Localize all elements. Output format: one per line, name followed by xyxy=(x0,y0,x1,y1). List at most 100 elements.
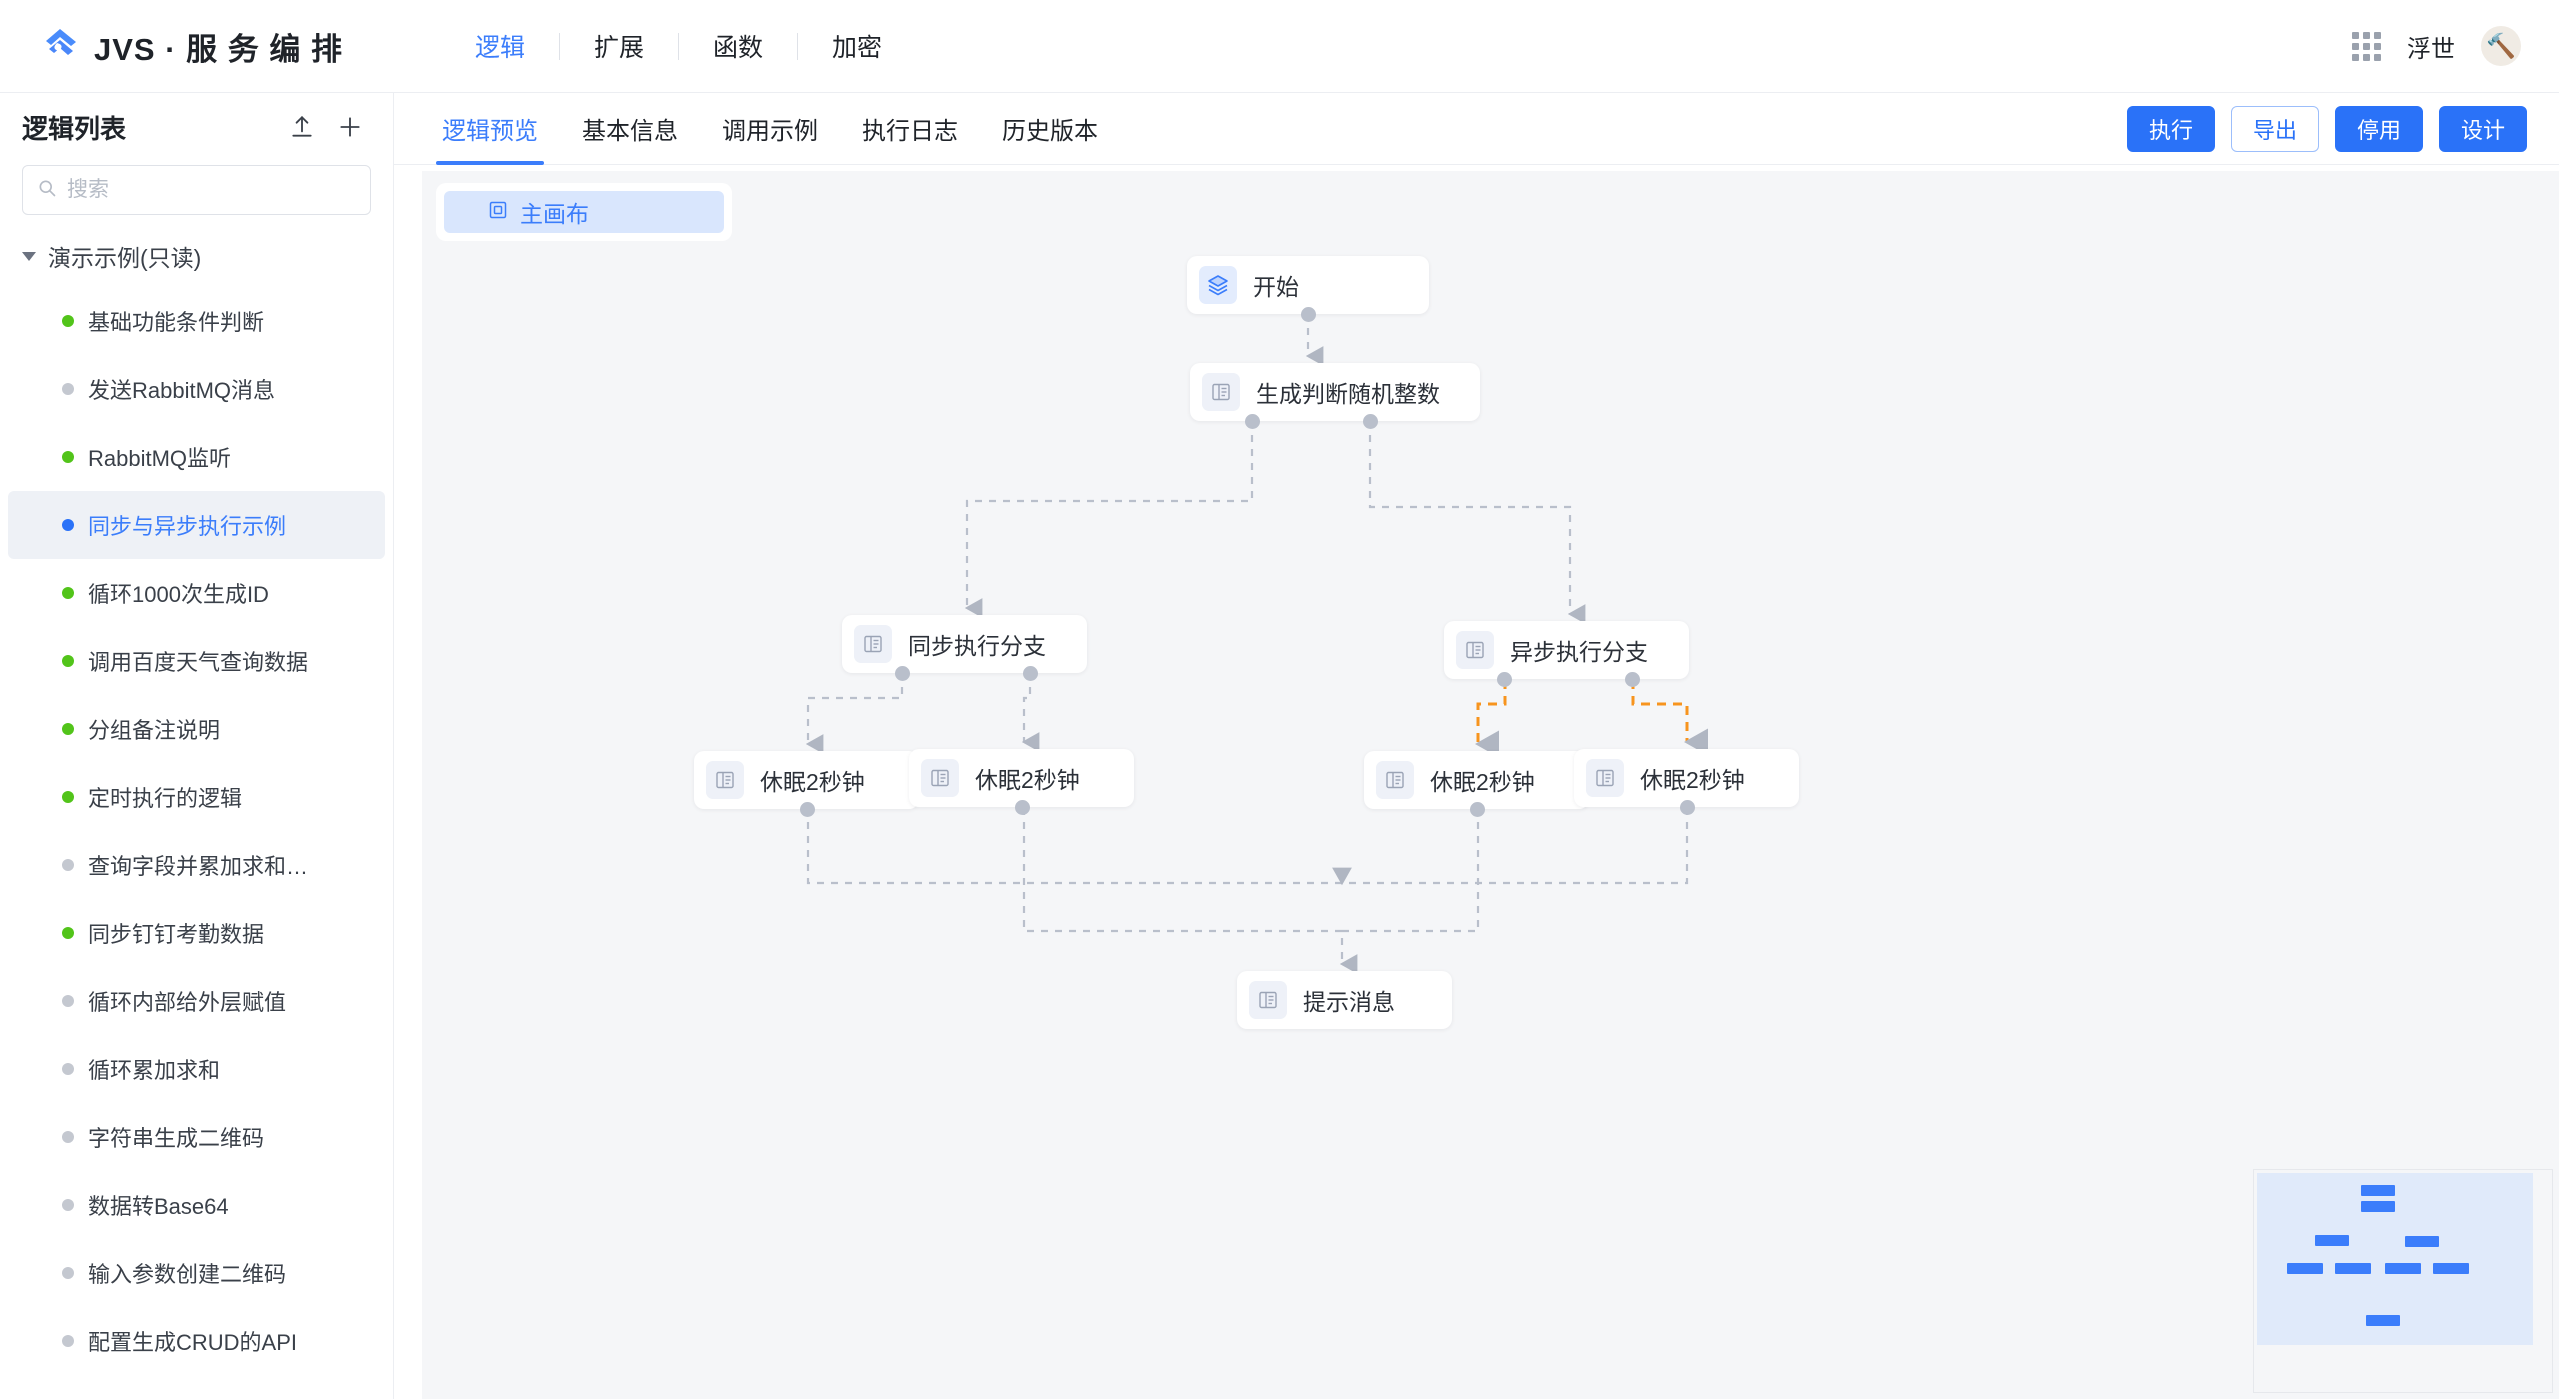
flow-node[interactable]: 休眠2秒钟 xyxy=(694,751,919,809)
nav-divider xyxy=(559,32,560,60)
flow-node-label: 休眠2秒钟 xyxy=(1430,769,1535,795)
status-dot xyxy=(62,1131,74,1143)
node-port[interactable] xyxy=(1014,800,1030,815)
chevron-down-icon[interactable] xyxy=(22,251,36,261)
sidebar-group-demo[interactable]: 演示示例(只读) xyxy=(0,225,393,287)
sidebar-item[interactable]: RabbitMQ监听 xyxy=(8,423,385,491)
status-dot xyxy=(62,451,74,463)
sidebar-item-label: 输入参数创建二维码 xyxy=(88,1262,287,1287)
node-port[interactable] xyxy=(1245,414,1260,429)
nav-item-extension[interactable]: 扩展 xyxy=(594,34,645,62)
status-dot xyxy=(62,791,74,803)
export-button[interactable]: 导出 xyxy=(2231,106,2319,152)
sidebar-item[interactable]: 配置生成CRUD的API xyxy=(8,1307,385,1375)
sidebar-item[interactable]: 同步钉钉考勤数据 xyxy=(8,899,385,967)
flow-node[interactable]: 生成判断随机整数 xyxy=(1190,363,1480,421)
main-nav: 逻辑 扩展 函数 加密 xyxy=(441,28,916,64)
node-port[interactable] xyxy=(1023,666,1038,681)
node-port[interactable] xyxy=(1301,307,1316,322)
flow-node[interactable]: 开始 xyxy=(1187,256,1429,314)
flow-node-label: 异步执行分支 xyxy=(1510,639,1648,665)
plus-icon[interactable] xyxy=(337,114,363,140)
avatar[interactable]: 🔨 xyxy=(2481,26,2521,66)
minimap-node xyxy=(2361,1201,2395,1212)
status-dot xyxy=(62,927,74,939)
flow-node[interactable]: 同步执行分支 xyxy=(842,615,1087,673)
canvas-tab-label: 主画布 xyxy=(520,201,589,227)
upload-icon[interactable] xyxy=(289,114,315,140)
sidebar-item[interactable]: 循环内部给外层赋值 xyxy=(8,967,385,1035)
status-dot xyxy=(62,723,74,735)
sidebar-item-label: RabbitMQ监听 xyxy=(88,446,232,471)
status-dot xyxy=(62,587,74,599)
nav-item-function[interactable]: 函数 xyxy=(713,34,764,62)
sidebar-item[interactable]: 基础功能条件判断 xyxy=(8,287,385,355)
status-dot xyxy=(62,383,74,395)
flow-node[interactable]: 异步执行分支 xyxy=(1444,621,1689,679)
panel-icon xyxy=(1202,373,1240,411)
flow-node[interactable]: 休眠2秒钟 xyxy=(1574,749,1799,807)
tab-basic-info[interactable]: 基本信息 xyxy=(582,118,678,145)
disable-button[interactable]: 停用 xyxy=(2335,106,2423,152)
node-port[interactable] xyxy=(799,802,815,817)
tab-logic-preview[interactable]: 逻辑预览 xyxy=(420,111,560,165)
nav-item-encryption[interactable]: 加密 xyxy=(832,34,883,62)
tab-exec-log[interactable]: 执行日志 xyxy=(862,118,958,145)
panel-icon xyxy=(1586,759,1624,797)
sidebar-title: 逻辑列表 xyxy=(22,113,127,144)
tab-history-version[interactable]: 历史版本 xyxy=(1002,118,1098,145)
sidebar-item-label: 字符串生成二维码 xyxy=(88,1126,265,1151)
sidebar-item[interactable]: 循环累加求和 xyxy=(8,1035,385,1103)
tab-call-example[interactable]: 调用示例 xyxy=(722,118,818,145)
minimap-node xyxy=(2366,1315,2400,1326)
apps-grid-icon[interactable] xyxy=(2352,31,2381,61)
node-port[interactable] xyxy=(1363,414,1378,429)
search-box[interactable] xyxy=(22,165,371,215)
minimap-node xyxy=(2385,1263,2421,1274)
sidebar-item-label: 循环1000次生成ID xyxy=(88,582,269,607)
sidebar-item[interactable]: 数据转Base64 xyxy=(8,1171,385,1239)
design-button[interactable]: 设计 xyxy=(2439,106,2527,152)
status-dot xyxy=(62,1267,74,1279)
sidebar-item[interactable]: 输入参数创建二维码 xyxy=(8,1239,385,1307)
sidebar-item[interactable]: 查询字段并累加求和… xyxy=(8,831,385,899)
sidebar-item-label: 查询字段并累加求和… xyxy=(88,854,309,879)
flow-node[interactable]: 休眠2秒钟 xyxy=(1364,751,1589,809)
sidebar-item-label: 同步钉钉考勤数据 xyxy=(88,922,265,947)
jvs-logo-icon xyxy=(40,25,82,67)
flow-node-label: 休眠2秒钟 xyxy=(1640,767,1745,793)
node-port[interactable] xyxy=(1679,800,1695,815)
sidebar-item-label: 循环内部给外层赋值 xyxy=(88,990,287,1015)
canvas-tab-main[interactable]: 主画布 xyxy=(444,191,724,233)
minimap-viewport[interactable] xyxy=(2257,1173,2533,1345)
status-dot xyxy=(62,1335,74,1347)
sidebar-item[interactable]: 同步与异步执行示例 xyxy=(8,491,385,559)
panel-icon xyxy=(921,759,959,797)
search-icon xyxy=(37,178,57,203)
flow-node[interactable]: 休眠2秒钟 xyxy=(909,749,1134,807)
canvas-tab: 主画布 xyxy=(436,183,732,241)
sidebar-item[interactable]: 调用百度天气查询数据 xyxy=(8,627,385,695)
sidebar-item[interactable]: 分组备注说明 xyxy=(8,695,385,763)
minimap[interactable] xyxy=(2253,1169,2553,1393)
node-port[interactable] xyxy=(895,666,910,681)
run-button[interactable]: 执行 xyxy=(2127,106,2215,152)
brand[interactable]: JVS · 服 务 编 排 xyxy=(40,24,343,69)
sidebar-actions xyxy=(289,114,363,140)
nav-item-logic[interactable]: 逻辑 xyxy=(474,34,525,62)
nav-divider xyxy=(797,32,799,60)
node-port[interactable] xyxy=(1497,672,1512,687)
node-port[interactable] xyxy=(1625,672,1640,687)
node-port[interactable] xyxy=(1469,802,1485,817)
sidebar-item[interactable]: 循环1000次生成ID xyxy=(8,559,385,627)
sidebar-item[interactable]: 发送RabbitMQ消息 xyxy=(8,355,385,423)
sidebar-item-label: 定时执行的逻辑 xyxy=(88,786,243,811)
sidebar-item[interactable]: 定时执行的逻辑 xyxy=(8,763,385,831)
search-input[interactable] xyxy=(67,178,356,202)
flow-node[interactable]: 提示消息 xyxy=(1237,971,1452,1029)
flow-node-label: 提示消息 xyxy=(1303,989,1395,1015)
sidebar-item[interactable]: 字符串生成二维码 xyxy=(8,1103,385,1171)
flow-canvas[interactable]: 主画布 开始生成判断随机整数同步执行分支异步执行分支休眠2秒钟休眠2秒钟休眠2秒… xyxy=(422,171,2559,1399)
canvas-frame-icon xyxy=(488,199,508,226)
